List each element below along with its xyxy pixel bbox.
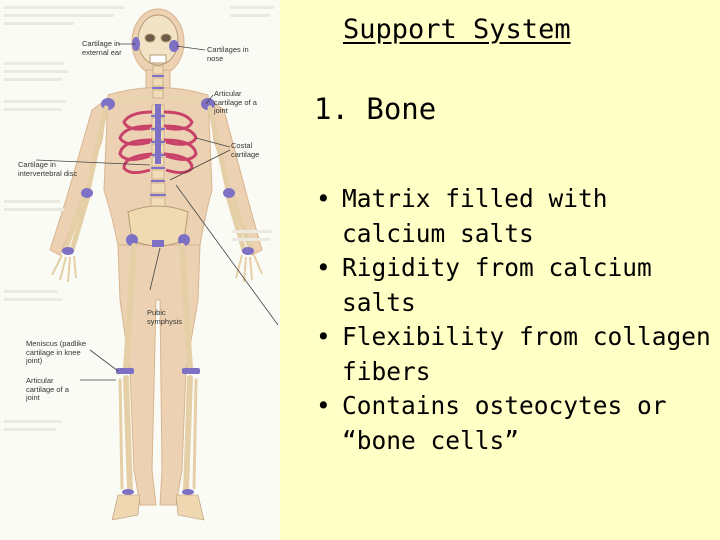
bullet-item: •Matrix filled with calcium salts — [316, 184, 608, 248]
bullet-glyph: • — [316, 253, 331, 282]
label-intervertebral-disc: Cartilage in intervertebral disc — [18, 160, 78, 178]
bullet-glyph: • — [316, 184, 331, 213]
skeleton-illustration — [4, 6, 279, 521]
label-articular-cartilage-knee: Articular cartilage of a joint — [26, 376, 69, 402]
label-meniscus: Meniscus (padlike cartilage in knee join… — [26, 339, 87, 365]
label-cartilage-ear: Cartilage in external ear — [82, 39, 122, 57]
bullet-item: •Flexibility from collagen fibers — [316, 322, 711, 386]
bullet-glyph: • — [316, 322, 331, 351]
bullet-item: •Rigidity from calcium salts — [316, 253, 652, 317]
bullet-item: •Contains osteocytes or “bone cells” — [316, 391, 667, 455]
bullet-glyph: • — [316, 391, 331, 420]
slide-title: Support System — [343, 14, 571, 45]
label-cartilage-nose: Cartilages in nose — [207, 45, 249, 63]
bullet-list: •Matrix filled with calcium salts •Rigid… — [310, 182, 715, 458]
label-pubic-symphysis: Pubic symphysis — [147, 308, 183, 326]
skeleton-figure: Cartilage in external ear Cartilages in … — [0, 0, 280, 540]
label-costal-cartilage: Costal cartilage — [231, 141, 260, 159]
section-heading: 1. Bone — [314, 92, 437, 126]
label-articular-cartilage-upper: Articular cartilage of a joint — [214, 89, 257, 115]
